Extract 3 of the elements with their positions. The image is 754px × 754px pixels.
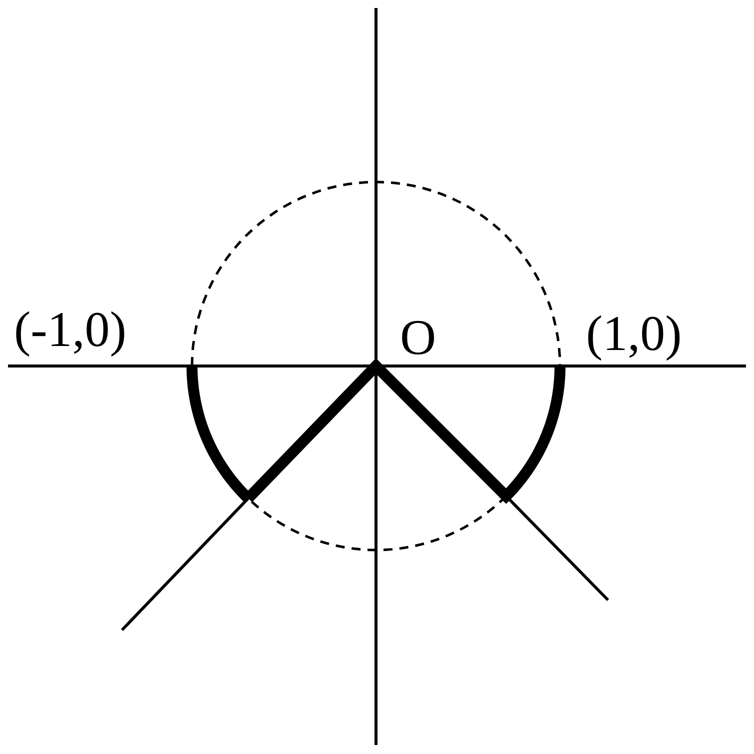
coordinate-label: (-1,0) (14, 304, 126, 354)
coordinate-label: (1,0) (586, 308, 682, 358)
coordinate-label: O (400, 312, 436, 362)
